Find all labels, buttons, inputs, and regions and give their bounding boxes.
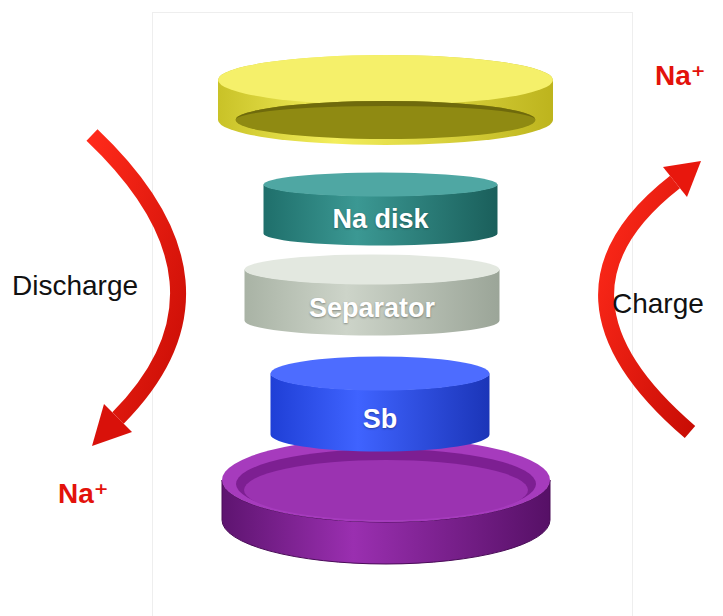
layer-label: Na disk <box>263 206 498 233</box>
layer-label: Separator <box>244 295 500 322</box>
ion-label: Na⁺ <box>58 480 109 508</box>
frame <box>153 13 633 616</box>
top-cap <box>218 55 553 145</box>
process-label: Charge <box>612 290 704 318</box>
ion-label: Na⁺ <box>655 62 706 90</box>
cell-layer: Sb <box>270 356 490 452</box>
disc-shape <box>270 356 490 452</box>
layer-label: Sb <box>270 406 490 433</box>
process-label: Discharge <box>12 272 138 300</box>
cell-layer: Na disk <box>263 172 498 246</box>
bottom-case <box>222 438 550 564</box>
cell-layer: Separator <box>244 254 500 336</box>
